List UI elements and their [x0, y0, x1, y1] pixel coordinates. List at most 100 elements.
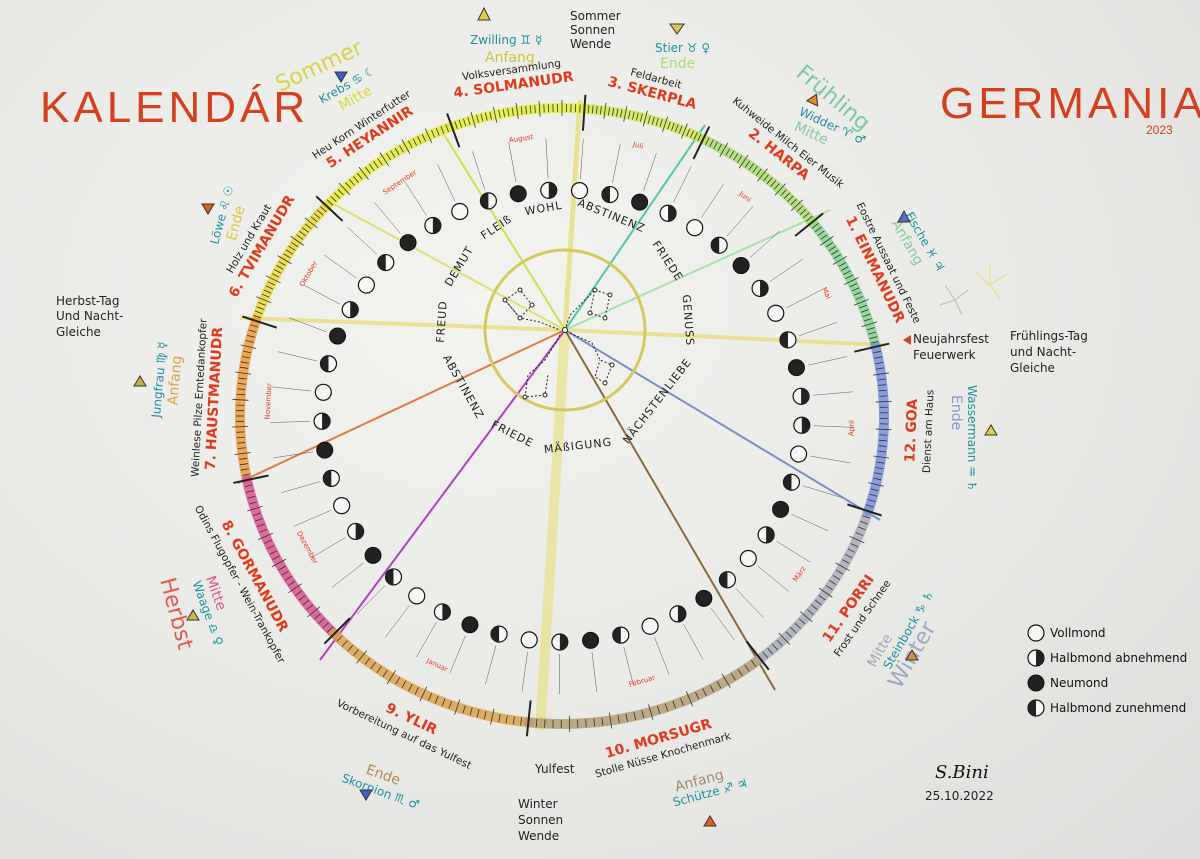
- note-line: Sonnen: [570, 23, 615, 37]
- tick: [386, 152, 392, 161]
- tick: [860, 309, 869, 313]
- month-boundary: [847, 503, 882, 517]
- moon-pointer: [654, 637, 670, 675]
- moon-new-icon: [695, 589, 713, 607]
- tick: [334, 192, 341, 199]
- tick: [787, 195, 794, 202]
- moon-pointer: [356, 585, 386, 615]
- rays: [237, 99, 886, 731]
- tick: [794, 622, 801, 629]
- tick: [867, 499, 876, 503]
- tick: [484, 112, 488, 121]
- tick: [674, 124, 679, 133]
- zodiac-scorpio: Ende Skorpion ♏ ♂: [340, 762, 421, 812]
- tick: [832, 574, 840, 580]
- tick: [835, 569, 844, 575]
- moon-pointer: [769, 258, 804, 282]
- tick: [820, 234, 828, 240]
- tick: [869, 336, 878, 340]
- calendar-month-label: September: [381, 168, 418, 196]
- tick: [520, 106, 523, 115]
- moon-full-icon: [570, 182, 589, 200]
- moon-waxing-icon: [322, 469, 340, 487]
- tick: [729, 150, 735, 158]
- tick: [277, 255, 292, 265]
- tick: [869, 493, 878, 497]
- moon-pointer: [288, 317, 327, 333]
- tick: [709, 684, 715, 693]
- tick: [435, 128, 440, 136]
- tick: [421, 133, 426, 142]
- tick: [874, 356, 883, 359]
- tick: [520, 717, 522, 726]
- zodiac-sagittarius: Anfang Schütze ♐ ♃: [671, 767, 749, 809]
- moon-full-icon: [767, 304, 785, 322]
- tick: [636, 112, 639, 121]
- triangle-marker-icon: [334, 71, 348, 83]
- tick: [395, 677, 400, 685]
- tick: [844, 553, 853, 559]
- legend-label: Halbmond zunehmend: [1050, 701, 1186, 715]
- tick: [237, 382, 246, 385]
- moon-full-icon: [789, 445, 808, 463]
- tick: [829, 580, 837, 586]
- moon-pointer: [683, 624, 704, 660]
- moon-full-icon: [333, 497, 351, 515]
- moon-pointer: [799, 322, 838, 337]
- tick: [725, 148, 731, 156]
- tick: [776, 639, 783, 647]
- tick: [842, 559, 850, 564]
- tick: [239, 463, 248, 466]
- tick: [370, 662, 376, 669]
- tick: [790, 627, 797, 634]
- tick: [810, 604, 818, 611]
- tick: [853, 298, 869, 306]
- tick: [667, 121, 671, 130]
- moon-pointer: [673, 166, 692, 203]
- tick: [489, 111, 492, 120]
- moon-pointer: [304, 285, 340, 305]
- tick: [401, 680, 407, 689]
- moon-waning-icon: [1027, 649, 1045, 667]
- tick: [345, 182, 352, 189]
- tick: [862, 313, 871, 318]
- moon-waning-icon: [341, 301, 359, 319]
- tick: [855, 532, 864, 536]
- moon-new-icon: [329, 327, 347, 345]
- ray: [439, 127, 566, 331]
- tick: [790, 199, 803, 212]
- tick: [870, 488, 879, 492]
- tick: [535, 719, 538, 728]
- tick: [284, 575, 292, 581]
- signature: S.Bini: [935, 762, 989, 783]
- tick: [737, 155, 743, 163]
- title-kalendar: KALENDÁR: [40, 83, 309, 132]
- legend-label: Vollmond: [1050, 626, 1106, 640]
- moon-pointer: [385, 605, 410, 638]
- tick: [534, 105, 536, 114]
- tick: [608, 107, 611, 116]
- moon-waning-icon: [659, 204, 677, 222]
- zodiac-virgo: Jungfrau ♍ ☿ Anfang: [149, 341, 186, 419]
- tick: [283, 253, 291, 259]
- tick: [511, 107, 514, 116]
- tick: [241, 473, 250, 476]
- tick: [285, 249, 294, 255]
- tick: [278, 261, 286, 266]
- tick: [448, 700, 453, 709]
- triangle-marker-icon: [477, 6, 491, 21]
- moon-waning-icon: [347, 522, 365, 541]
- tick: [290, 241, 299, 248]
- tick: [272, 555, 280, 560]
- tick: [818, 587, 833, 598]
- tick: [239, 366, 248, 369]
- tick: [254, 518, 263, 522]
- tick: [811, 223, 819, 229]
- tick: [266, 545, 275, 550]
- moon-full-icon: [739, 549, 757, 568]
- tick: [440, 126, 445, 134]
- tick: [237, 447, 246, 450]
- calendar-month-label: Dezember: [295, 530, 319, 566]
- tick: [515, 103, 519, 119]
- moon-pointer: [281, 481, 320, 493]
